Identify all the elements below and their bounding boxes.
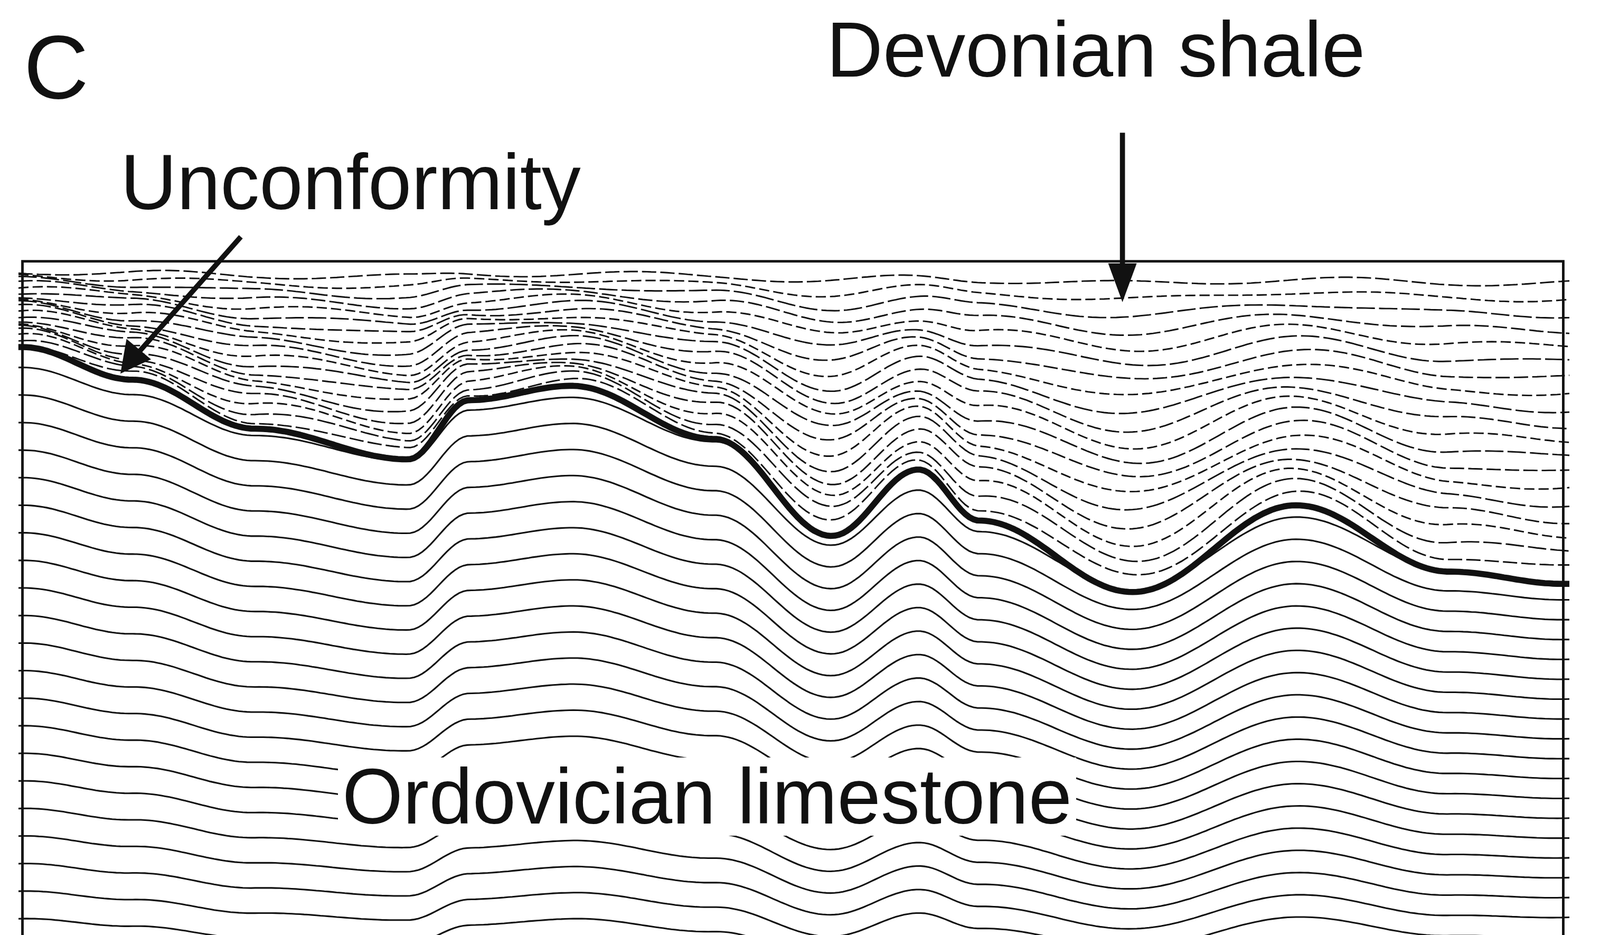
arrow-head [1108, 263, 1137, 303]
limestone-bed [18, 477, 1570, 649]
limestone-bed [18, 587, 1570, 729]
leader-line [138, 236, 241, 352]
shale-lamina [18, 270, 1570, 286]
shale-lamina [18, 300, 1570, 414]
limestone-bed [18, 918, 1570, 935]
limestone-bed [18, 367, 1570, 570]
shale-lamina [18, 286, 1570, 352]
arrow-head [120, 339, 152, 374]
limestone-strata [18, 202, 1570, 935]
shale-lamina [18, 297, 1570, 379]
shale-lamina [18, 323, 1570, 492]
shale-lamina [18, 298, 1570, 395]
shale-lamina [18, 340, 1570, 562]
limestone-bed [18, 753, 1570, 849]
limestone-bed [18, 229, 1570, 432]
feature-label: Unconformity [120, 143, 581, 222]
limestone-bed [18, 504, 1570, 670]
limestone-bed [18, 890, 1570, 935]
panel-letter: C [23, 22, 89, 112]
unconformity-surface [18, 346, 1570, 592]
unit-label: Devonian shale [826, 10, 1366, 89]
leader-line [1120, 132, 1126, 268]
limestone-bed [18, 312, 1570, 514]
shale-lamina [18, 274, 1570, 302]
section-frame [22, 261, 1564, 935]
shale-lamina [18, 324, 1570, 510]
shale-strata [18, 270, 1570, 575]
limestone-bed [18, 202, 1570, 404]
limestone-bed [18, 449, 1570, 629]
unit-label: Ordovician limestone [337, 757, 1077, 836]
